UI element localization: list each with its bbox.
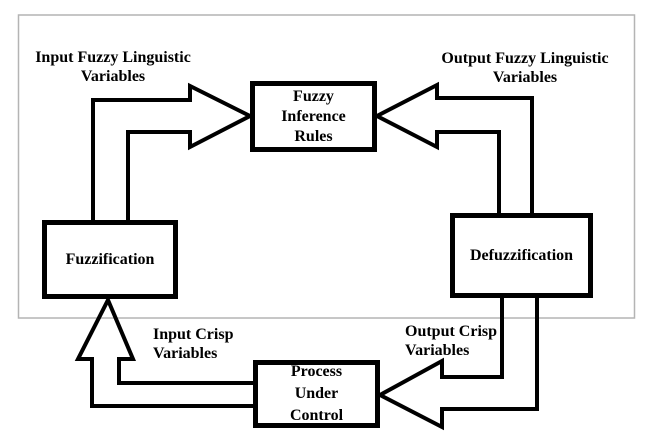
input-fuzzy-linguistic-variables-label: Input Fuzzy Linguistic Variables	[35, 49, 191, 85]
output-fuzzy-linguistic-variables-label: Output Fuzzy Linguistic Variables	[441, 50, 609, 86]
defuzzification-box: Defuzzification	[450, 213, 593, 298]
fuzzification-box: Fuzzification	[42, 220, 178, 299]
fuzzy-inference-rules-box: Fuzzy Inference Rules	[250, 81, 377, 152]
output-crisp-variables-label: Output Crisp Variables	[405, 323, 498, 359]
arrow-input-fuzzy-linguistic	[91, 82, 255, 224]
defuzzification-label: Defuzzification	[469, 246, 574, 264]
process-under-control-label: Process Under Control	[289, 363, 344, 424]
fuzzification-label: Fuzzification	[65, 250, 155, 268]
process-under-control-box: Process Under Control	[253, 360, 380, 428]
arrow-output-fuzzy-linguistic	[372, 81, 534, 217]
fuzzy-inference-rules-label: Fuzzy Inference Rules	[281, 87, 346, 145]
arrow-output-crisp	[375, 294, 539, 431]
outer-frame-border	[17, 14, 636, 319]
input-crisp-variables-label: Input Crisp Variables	[153, 326, 234, 362]
